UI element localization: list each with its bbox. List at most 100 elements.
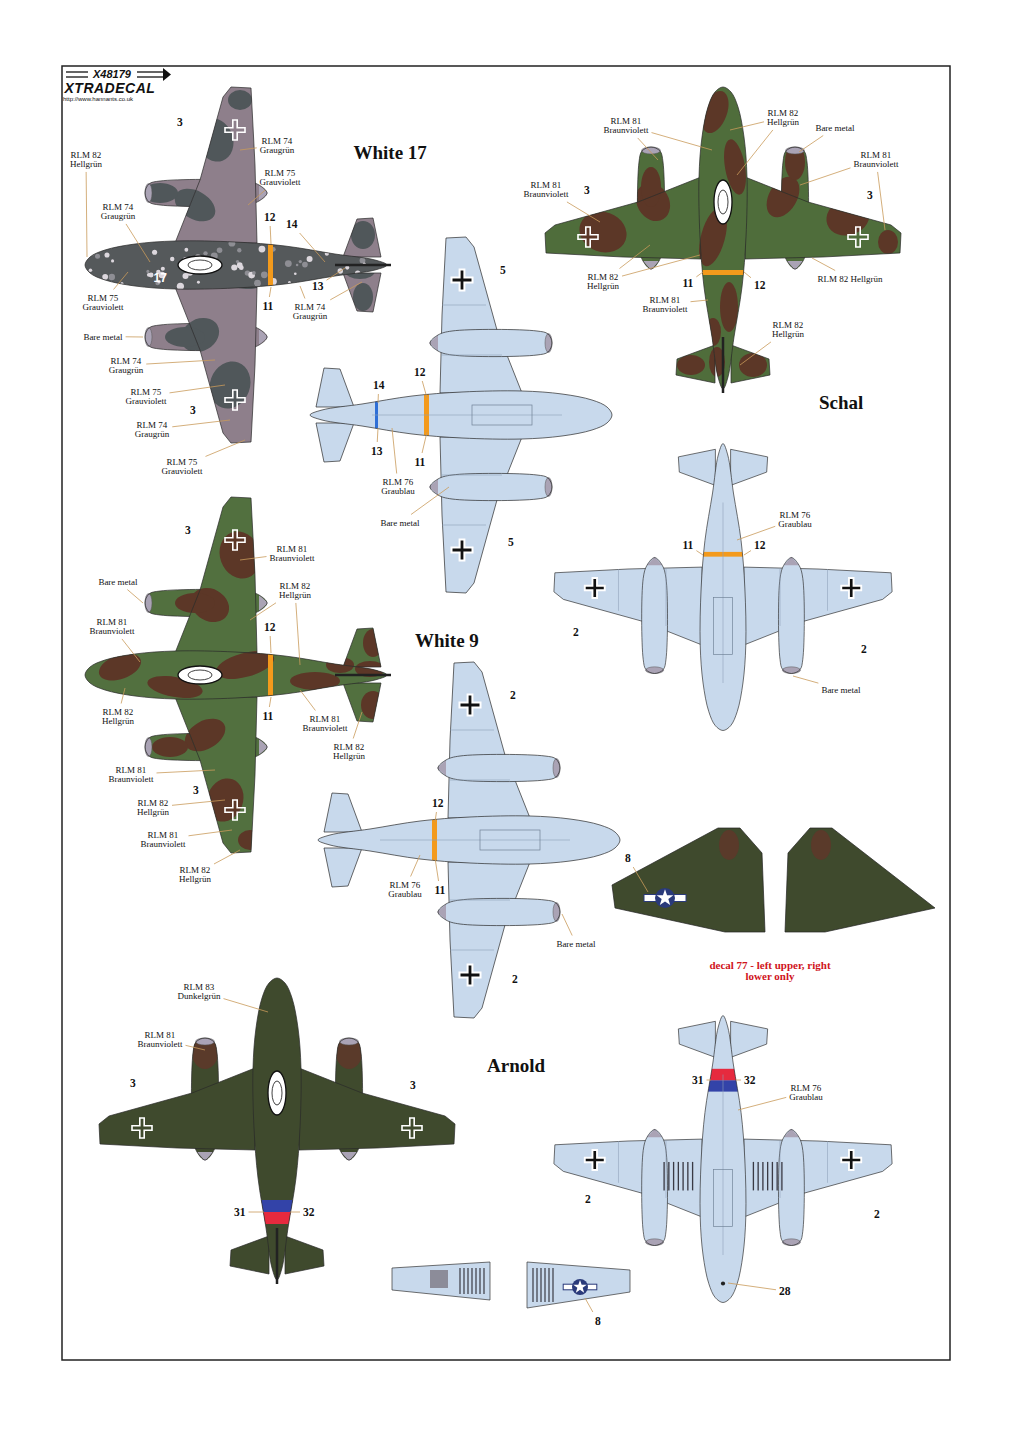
callout-number: 13 (371, 445, 383, 457)
leader-line (121, 688, 125, 704)
engine-nacelle (778, 1130, 804, 1246)
wing-outline (175, 287, 257, 443)
balkenkreuz (460, 695, 481, 716)
camouflage-patch (169, 182, 221, 228)
camouflage-patch (739, 353, 767, 377)
camouflage-patch (760, 171, 806, 223)
panel-line (780, 569, 781, 626)
wing-outline (554, 1139, 702, 1217)
paint-callout: RLM 82 Hellgrün (320, 743, 378, 762)
leader-line (186, 1045, 206, 1050)
camouflage-patch (152, 737, 188, 757)
camouflage-patch (228, 90, 252, 110)
gear-well (772, 1162, 773, 1191)
mottle-spot (252, 271, 256, 275)
gear-well (663, 1162, 664, 1191)
tailplane (316, 368, 354, 407)
camouflage-patch (363, 629, 383, 657)
tailplane-outline (316, 368, 354, 407)
paint-callout: RLM 75 Grauviolett (117, 388, 175, 407)
panel-line (442, 355, 502, 356)
fuselage-outline (700, 444, 746, 731)
aircraft-title: White 9 (415, 631, 479, 651)
gear-well (767, 1162, 768, 1191)
insignia-star (657, 889, 674, 905)
tailplane-outline (316, 423, 354, 462)
engine-intake (145, 594, 152, 613)
gear-well (552, 1268, 553, 1302)
balkenkreuz (225, 530, 245, 550)
engine-nacelle-outline (430, 473, 552, 500)
mottle-spot (239, 265, 244, 270)
mottle-spot (360, 258, 366, 264)
wing-outline (744, 1139, 892, 1217)
gear-well (668, 1162, 669, 1191)
callout-number: 3 (867, 189, 873, 201)
camouflage-patch (629, 177, 677, 228)
balkenkreuz (585, 1150, 605, 1170)
camouflage-patch (361, 691, 385, 719)
camouflage-patch (336, 1037, 362, 1069)
us-star-insignia (563, 1279, 597, 1295)
aircraft-title: White 17 (354, 143, 427, 163)
leader-line (300, 233, 325, 262)
aircraft-underside-view (310, 237, 612, 593)
leader-line (411, 487, 449, 515)
tailplane (731, 1021, 768, 1057)
engine-intake (782, 1239, 800, 1246)
insignia-ghost (430, 1270, 448, 1288)
insignia-disc (655, 888, 675, 908)
wing (448, 862, 530, 1018)
camouflage-patch (677, 355, 705, 375)
mottle-spot (111, 285, 114, 288)
camouflage-patch (878, 230, 898, 254)
tailplane (731, 345, 770, 383)
gear-well (483, 1268, 484, 1294)
callout-number: 2 (861, 643, 867, 655)
camouflage-patch (152, 737, 188, 757)
paint-callout: RLM 81 Braunviolett (636, 296, 694, 315)
aircraft-underside-view (318, 662, 620, 1018)
camouflage-patch (720, 282, 738, 332)
paint-callout: Bare metal (89, 578, 147, 587)
leader-line (290, 1212, 300, 1213)
camouflage-patch (336, 1037, 362, 1069)
leader-line (300, 690, 315, 711)
tailplane-outline (731, 345, 770, 383)
leader-line (249, 1212, 265, 1213)
tailplane-outline (343, 628, 381, 667)
wing (440, 437, 522, 593)
gear-well (687, 1162, 688, 1191)
wing (744, 1139, 892, 1217)
camouflage-patch (152, 737, 188, 757)
engine-intake (196, 1038, 215, 1045)
leader-line (435, 812, 436, 822)
camouflage-patch (185, 581, 236, 629)
leader-line (435, 858, 439, 881)
leader-line (737, 130, 773, 175)
camouflage-patch (574, 205, 633, 259)
paint-callout: RLM 82 Hellgrün (266, 582, 324, 601)
paint-callout: RLM 83 Dunkelgrün (170, 983, 228, 1002)
paint-callout: RLM 81 Braunviolett (134, 831, 192, 850)
paint-callout: Bare metal (74, 333, 132, 342)
camouflage-patch (203, 356, 257, 415)
fin (722, 337, 725, 393)
logo-stroke (137, 71, 164, 72)
fuselage (700, 1016, 746, 1303)
canopy (714, 180, 732, 224)
camouflage-patch (719, 830, 739, 860)
mottle-spot (152, 250, 157, 255)
paint-callout: RLM 76 Graublau (376, 881, 434, 900)
leader-line (638, 138, 658, 160)
leader-line (738, 1097, 786, 1110)
camouflage-patch (238, 830, 262, 850)
wing-detail (392, 828, 935, 1308)
leader-line (737, 526, 775, 540)
callout-number: 31 (692, 1074, 704, 1086)
leader-line (189, 830, 233, 836)
tailplane-outline (731, 449, 768, 485)
paint-callout: RLM 82 Hellgrün (57, 151, 115, 170)
paint-callout: RLM 82 Hellgrün (818, 275, 883, 284)
